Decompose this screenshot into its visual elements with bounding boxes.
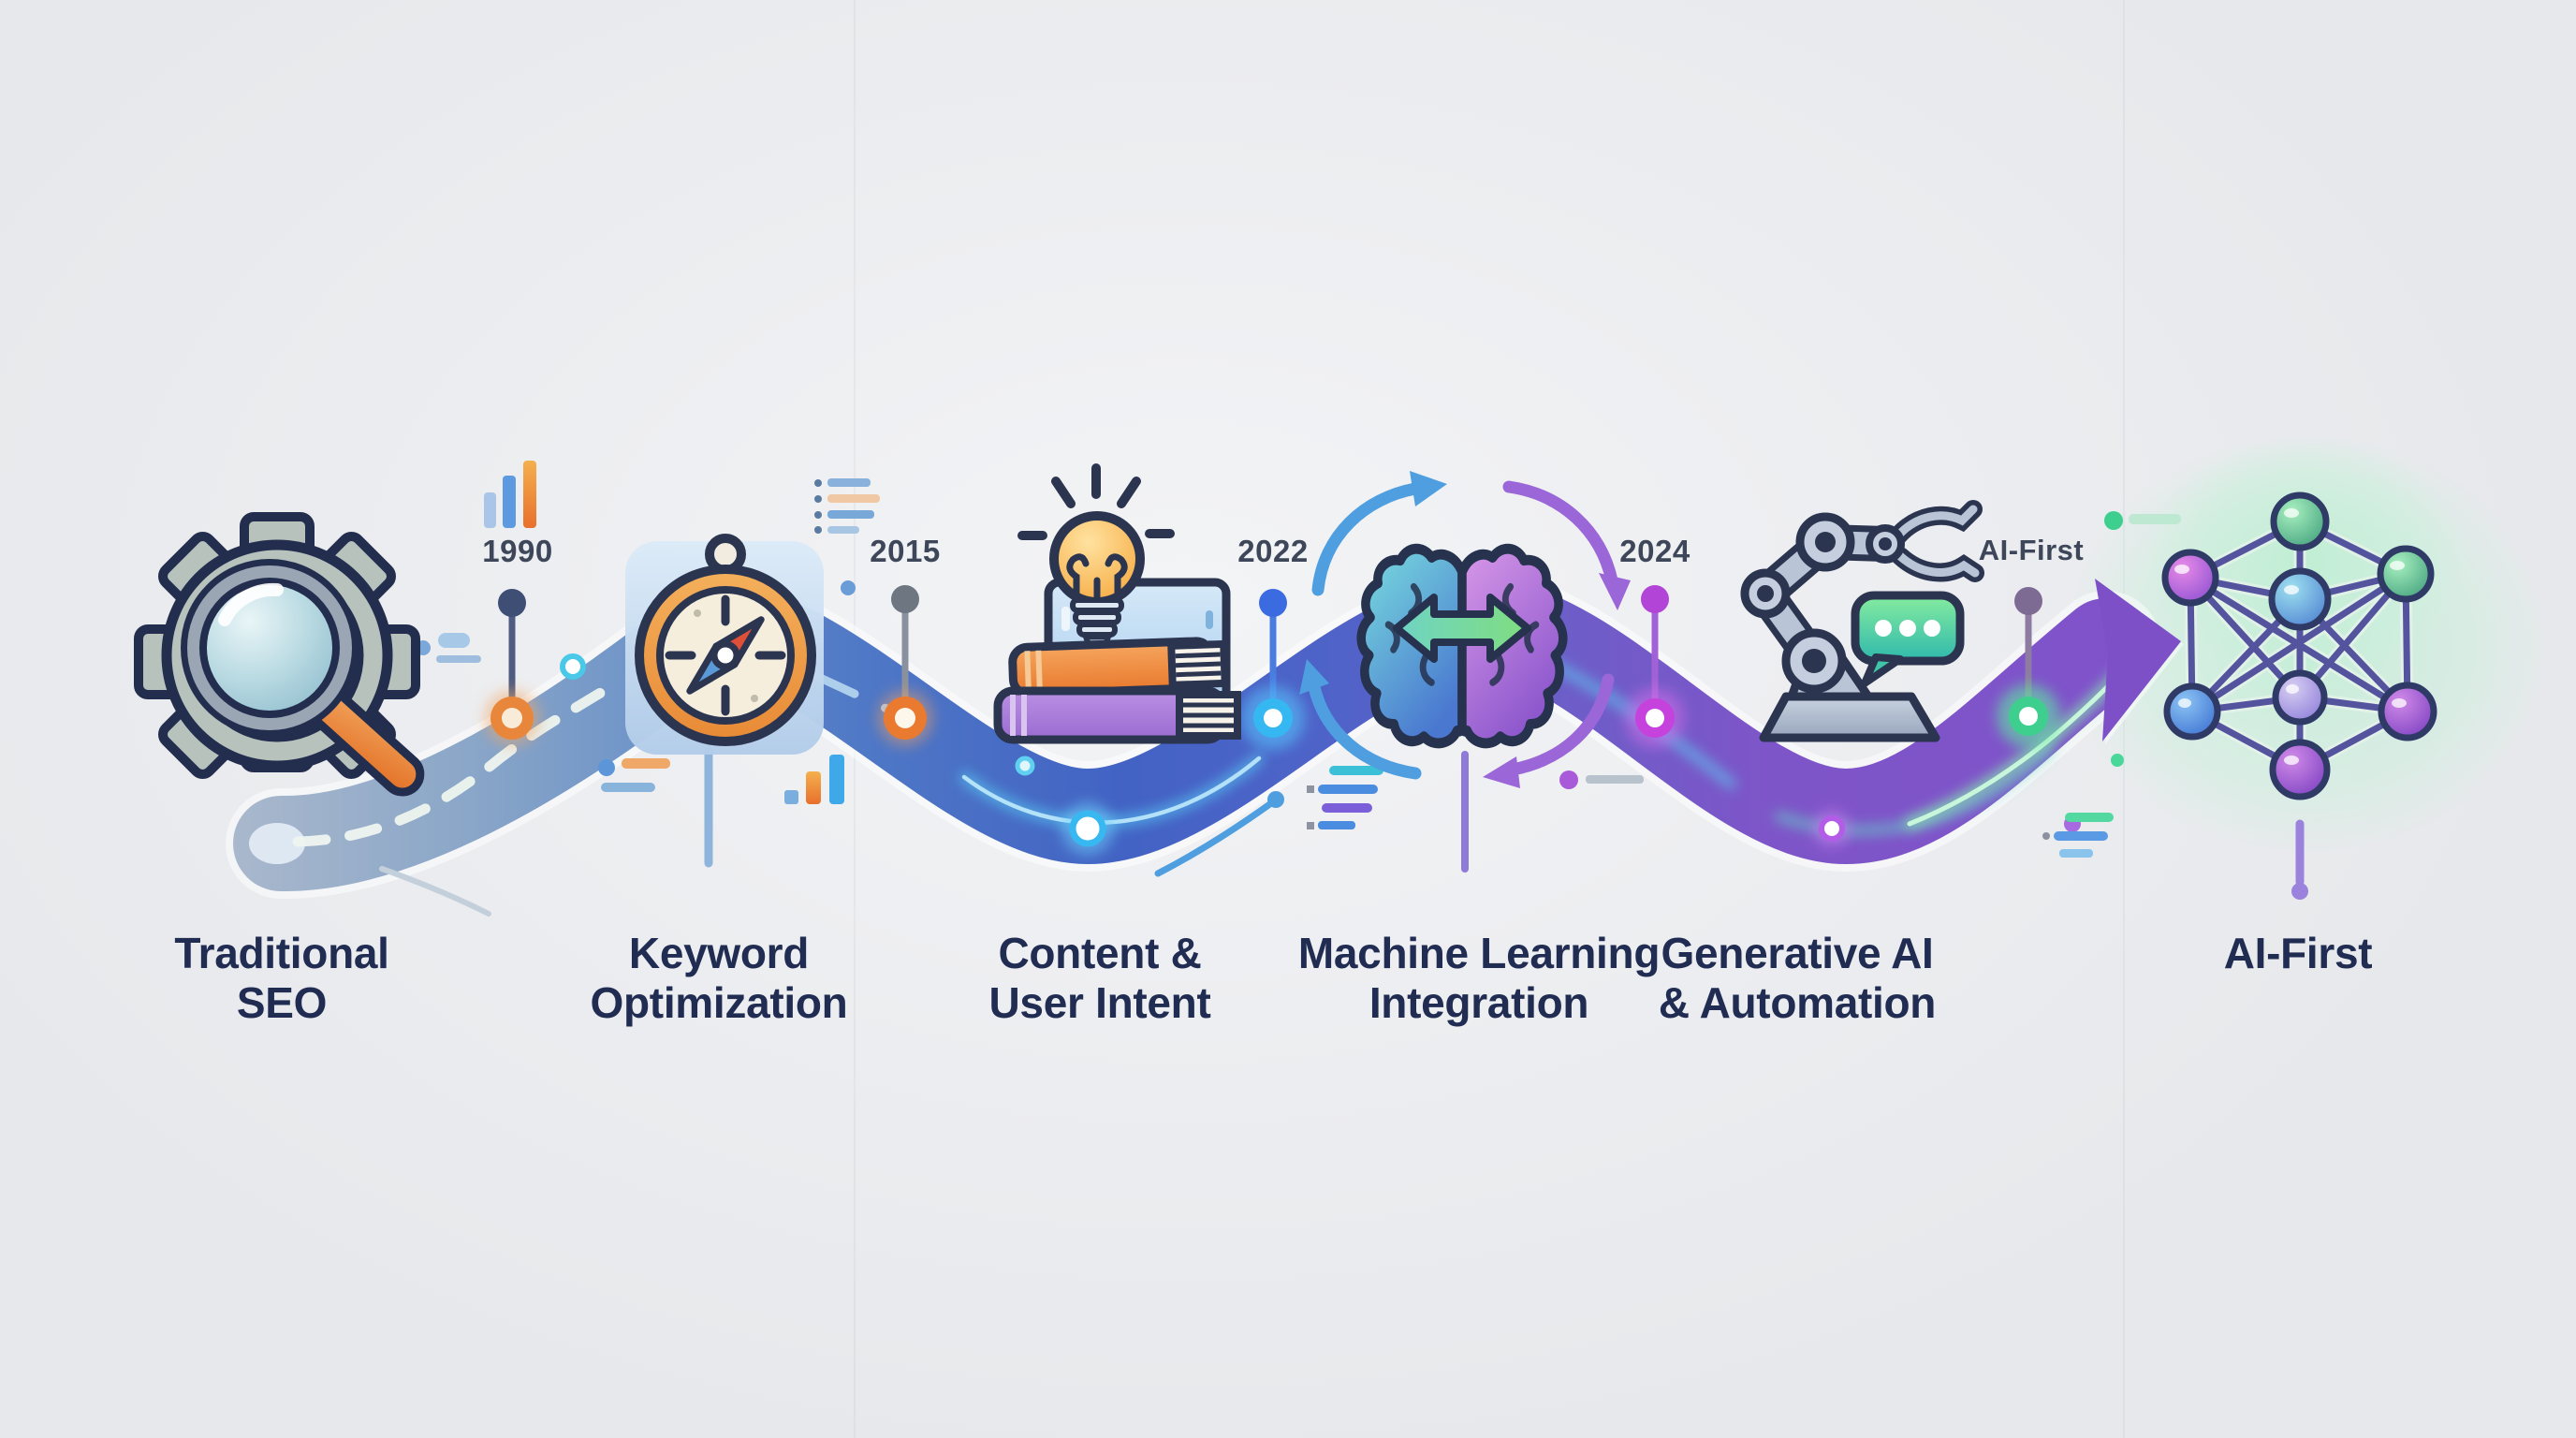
robot-claw <box>1889 500 1984 582</box>
year-label-2022: 2022 <box>1237 534 1309 568</box>
year-label-ai-first: AI-First <box>1978 534 2085 566</box>
deco-arc-dot <box>1267 791 1284 808</box>
book-top <box>1008 637 1229 698</box>
milestone-node-center <box>895 708 915 728</box>
stage-label-keyword-optimization: Keyword Optimization <box>590 929 848 1027</box>
bar-chart-icon <box>523 461 536 528</box>
milestone-2015 <box>877 585 933 746</box>
list-lines-icon <box>2042 813 2114 858</box>
robot-arm-chat-icon <box>1740 500 1984 742</box>
compass-icon <box>625 534 824 755</box>
deco-line <box>436 655 481 663</box>
stage-label-ai-first: AI-First <box>2223 929 2373 977</box>
milestone-node-center <box>1264 709 1282 727</box>
bar-chart-icon <box>503 476 516 528</box>
books-lightbulb-icon <box>993 463 1241 744</box>
deco-blob <box>438 633 470 648</box>
gear-magnifier-icon <box>134 512 425 797</box>
deco-dot <box>2111 754 2124 767</box>
bulb-rays <box>1017 463 1175 540</box>
neural-network-icon <box>2161 492 2437 800</box>
deco-dot <box>598 759 615 776</box>
milestone-node-center <box>1646 709 1664 727</box>
network-edges <box>2187 518 2411 773</box>
milestone-dot <box>2014 587 2042 615</box>
milestone-dot <box>1259 589 1287 617</box>
stage-label-content-user-intent: Content & User Intent <box>988 929 1211 1027</box>
milestone-dot <box>891 585 919 613</box>
deco-dot <box>1559 770 1578 789</box>
bar-chart-icon <box>484 492 496 528</box>
robot-joints <box>1740 512 1905 694</box>
deco-arc <box>1154 800 1275 877</box>
deco-line <box>622 758 670 769</box>
robot-arm <box>1748 524 1903 679</box>
list-lines-icon <box>1307 766 1383 829</box>
milestone-1990 <box>484 461 540 746</box>
robot-base <box>1759 692 1940 742</box>
road-start-cap <box>249 823 305 864</box>
deco-dot <box>841 580 856 595</box>
chat-bubble-icon <box>1851 591 1965 687</box>
road-center-dashes <box>292 683 612 847</box>
milestone-ai-first <box>1997 587 2060 748</box>
exchange-arrow-icon <box>1393 594 1531 663</box>
milestone-2024 <box>1625 585 1685 748</box>
year-label-2015: 2015 <box>870 534 941 568</box>
milestone-2022 <box>1241 589 1305 750</box>
stage-label-machine-learning: Machine Learning Integration <box>1297 929 1661 1027</box>
stage-label-generative-ai: Generative AI & Automation <box>1658 929 1937 1027</box>
book-bottom <box>993 686 1241 744</box>
split-brain-icon <box>1299 471 1631 788</box>
deco-dot <box>2104 511 2123 530</box>
path-dot <box>560 653 586 680</box>
milestone-dot <box>498 589 526 617</box>
stage-label-traditional-seo: Traditional SEO <box>174 929 389 1027</box>
year-label-2024: 2024 <box>1619 534 1690 568</box>
milestone-dot <box>1641 585 1669 613</box>
node-highlights <box>2174 508 2407 765</box>
path-dot <box>1069 810 1106 847</box>
year-label-1990: 1990 <box>482 534 553 568</box>
milestone-node-center <box>502 708 522 728</box>
bulb-filament <box>1066 553 1128 603</box>
deco-dot <box>2291 883 2308 900</box>
brain-right-hemisphere <box>1457 543 1568 749</box>
mini-bars-icon <box>784 755 844 804</box>
deco-line <box>2129 514 2181 524</box>
milestone-node-center <box>2019 707 2038 726</box>
cycle-arrows <box>1299 471 1631 788</box>
path-dot <box>1819 815 1845 842</box>
road-arrowhead-icon <box>2095 579 2181 741</box>
path-dot <box>1015 756 1035 776</box>
network-nodes <box>2161 492 2437 800</box>
deco-line <box>601 783 655 792</box>
brain-left-hemisphere <box>1356 543 1467 749</box>
road-edge-line <box>379 866 491 917</box>
road-small-nodes <box>560 653 1851 855</box>
deco-line <box>1586 775 1644 784</box>
list-lines-icon <box>814 478 880 534</box>
